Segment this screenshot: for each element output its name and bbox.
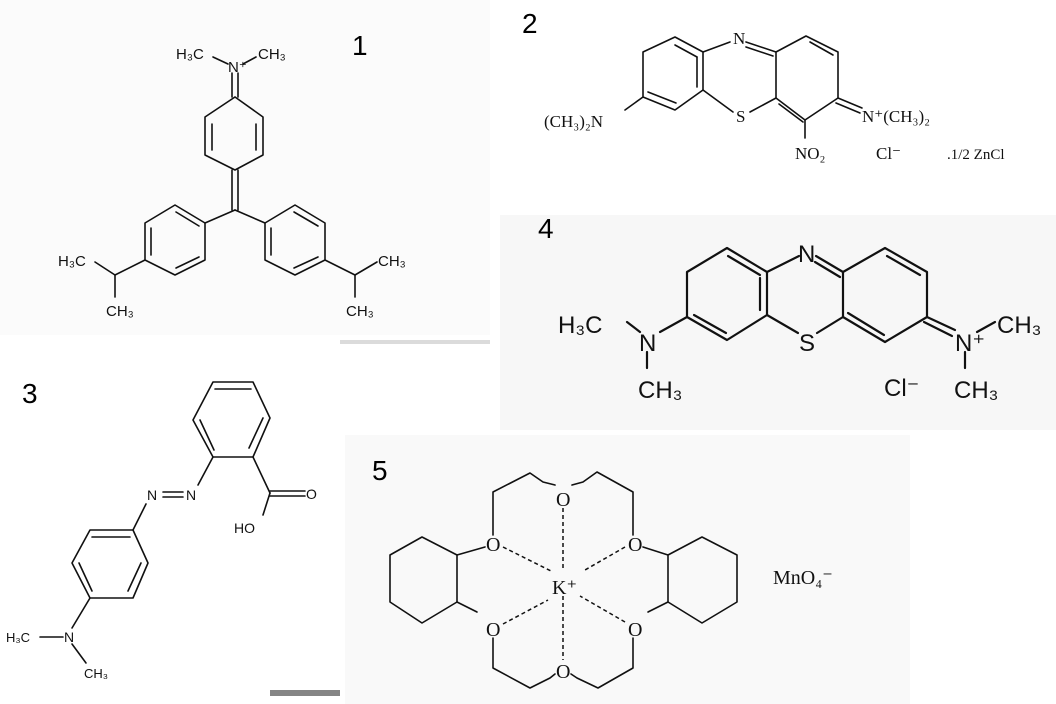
atom-label: S	[799, 330, 815, 357]
compound-number: 4	[538, 213, 554, 244]
oxygen-label: O	[628, 619, 642, 641]
oxygen-label: O	[628, 534, 642, 556]
compound-number: 2	[522, 8, 538, 39]
atom-label: N	[639, 330, 656, 357]
atom-label: CH₃	[997, 312, 1041, 339]
atom-label: CH₃	[638, 377, 682, 404]
oxygen-label: O	[486, 619, 500, 641]
oxygen-label: O	[556, 661, 570, 683]
atom-label: N	[186, 487, 196, 503]
panel-1-bg	[0, 0, 490, 335]
atom-label: CH₃	[346, 303, 374, 320]
atom-label: CH₃	[258, 46, 286, 63]
anion-label: MnO₄⁻	[773, 567, 833, 589]
atom-label: N	[147, 487, 157, 503]
compound-number: 1	[352, 30, 368, 61]
compound-number: 5	[372, 455, 388, 486]
atom-label: CH₃	[106, 303, 134, 320]
compound-number: 3	[22, 378, 38, 409]
atom-label: N	[733, 29, 745, 48]
panel-5-bg	[345, 435, 910, 704]
atom-label: HO	[234, 520, 255, 536]
atom-label: H₃C	[558, 312, 602, 339]
atom-label: H₃C	[176, 46, 204, 63]
atom-label: H₃C	[58, 253, 86, 270]
scan-artifact	[340, 340, 490, 344]
compound-1: 1 N⁺ H₃C CH₃ H₃C CH₃ CH₃ CH₃	[58, 30, 406, 320]
compound-2: 2 N S (CH₃)₂N N⁺(CH₃)₂ NO₂ Cl⁻ .1/2 ZnCl	[522, 8, 1005, 163]
atom-label: NO₂	[795, 144, 825, 163]
compound-5: 5 K⁺ O O O O O O MnO₄⁻	[372, 455, 833, 689]
atom-label: (CH₃)₂N	[544, 112, 603, 131]
compound-4: 4 N S N H₃C CH₃ N⁺ CH₃ CH₃ Cl⁻	[538, 213, 1041, 404]
potassium-label: K⁺	[552, 577, 577, 599]
atom-label: CH₃	[84, 666, 108, 681]
atom-label: CH₃	[954, 377, 998, 404]
atom-label: N	[798, 241, 815, 268]
atom-label: H₃C	[6, 630, 30, 645]
atom-label: Cl⁻	[876, 144, 901, 163]
atom-label: N	[64, 629, 74, 645]
atom-label: Cl⁻	[884, 375, 919, 402]
scan-artifact	[270, 690, 340, 696]
atom-label: O	[306, 486, 317, 502]
oxygen-label: O	[556, 489, 570, 511]
atom-label: .1/2 ZnCl	[947, 147, 1005, 163]
compound-3: 3 N N O HO N H₃C CH₃	[6, 378, 317, 681]
atom-label: N⁺	[228, 59, 247, 76]
oxygen-label: O	[486, 534, 500, 556]
atom-label: N⁺(CH₃)₂	[862, 107, 930, 126]
atom-label: CH₃	[378, 253, 406, 270]
atom-label: S	[736, 107, 745, 126]
atom-label: N⁺	[955, 330, 985, 357]
